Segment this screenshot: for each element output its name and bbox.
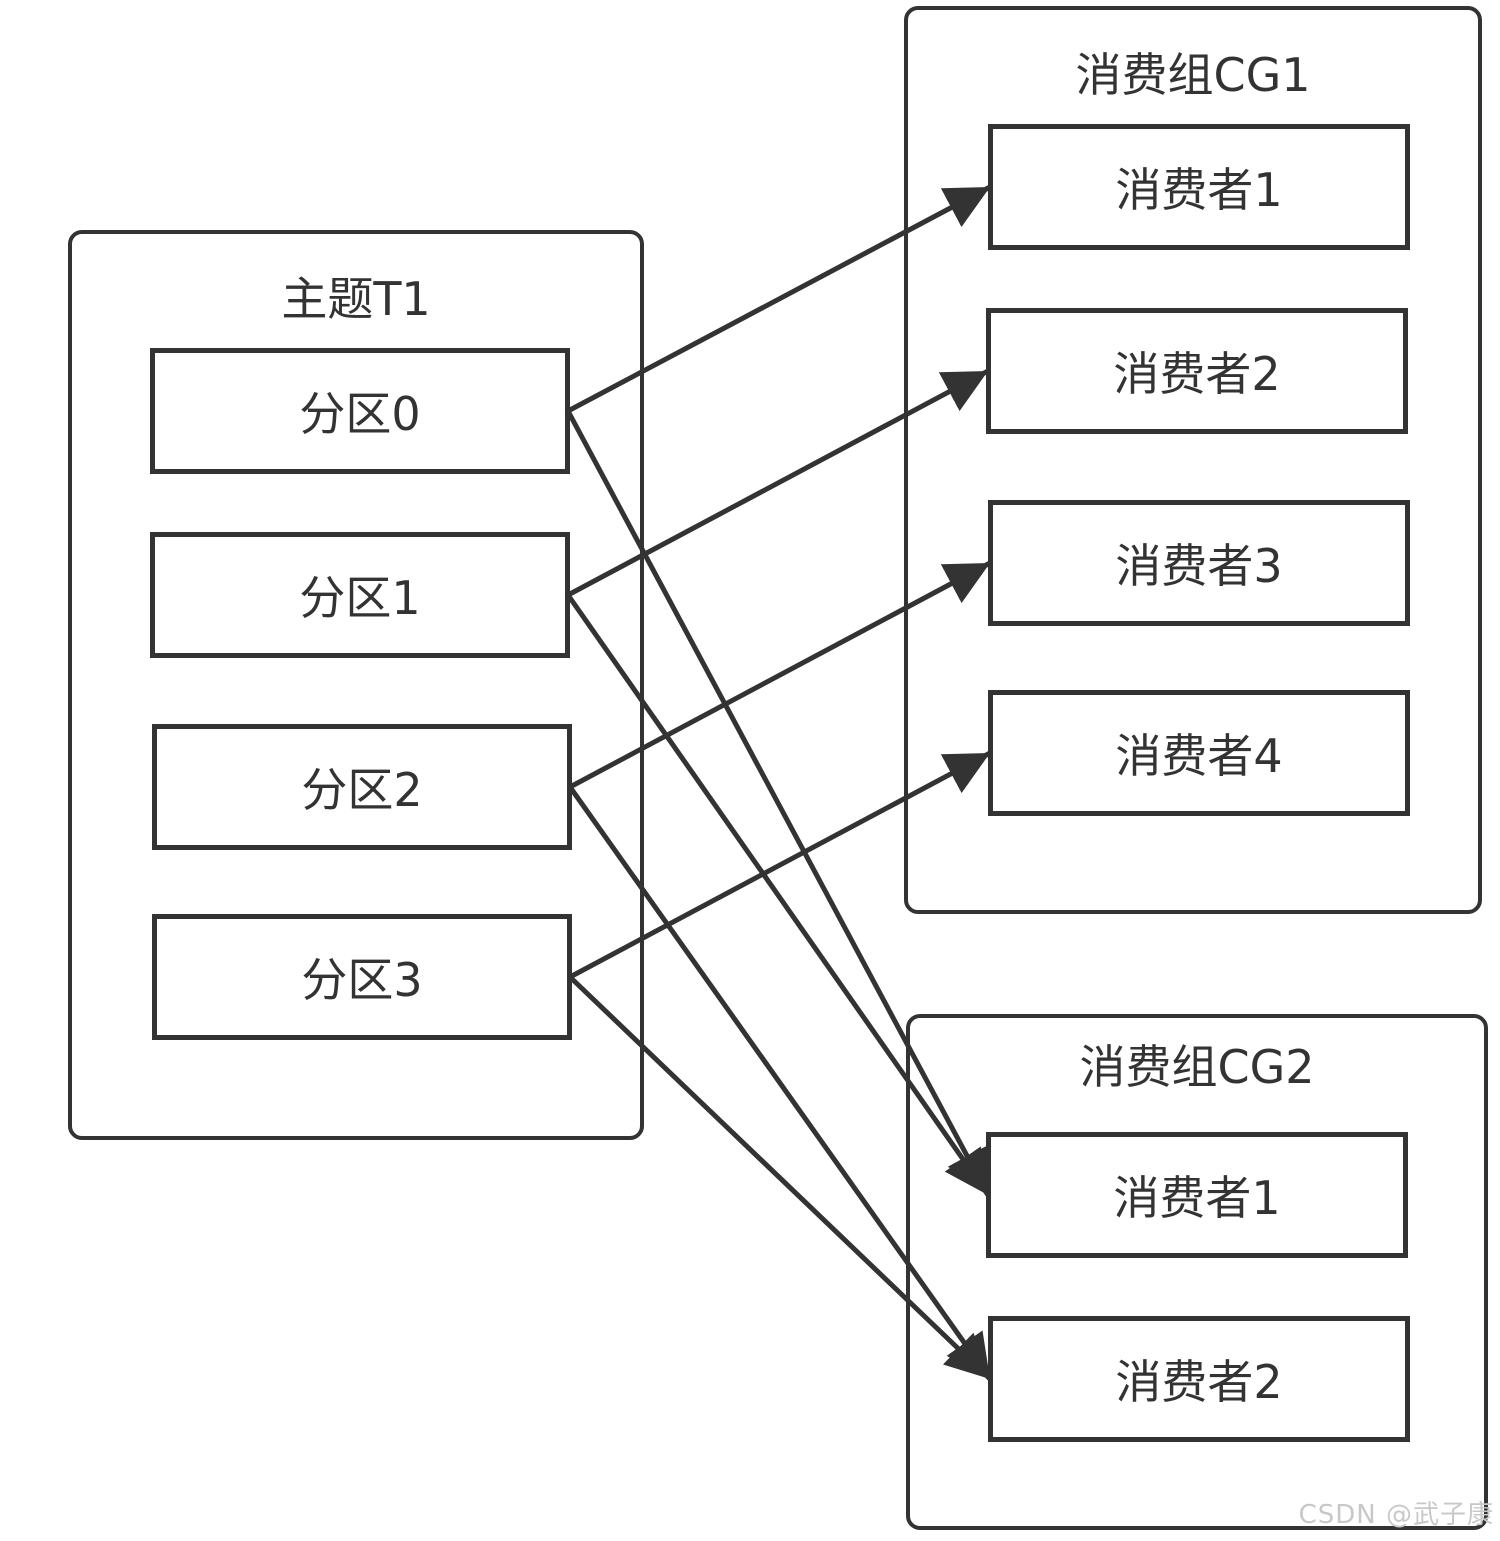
cg1-consumer-1-node: 消费者1 <box>988 124 1410 250</box>
partition-0-node: 分区0 <box>150 348 570 474</box>
cg1-consumer-4-node: 消费者4 <box>988 690 1410 816</box>
consumer-group-cg2-title: 消费组CG2 <box>1079 1040 1315 1094</box>
topic-t1-title: 主题T1 <box>281 272 431 326</box>
consumer-group-cg2: 消费组CG2 <box>906 1014 1488 1530</box>
watermark: CSDN @武子康 <box>1298 1500 1494 1530</box>
partition-2-node: 分区2 <box>152 724 572 850</box>
partition-3-node: 分区3 <box>152 914 572 1040</box>
consumer-group-cg1-title: 消费组CG1 <box>1075 48 1311 102</box>
cg1-consumer-3-node: 消费者3 <box>988 500 1410 626</box>
cg2-consumer-2-node: 消费者2 <box>988 1316 1410 1442</box>
partition-1-node: 分区1 <box>150 532 570 658</box>
cg2-consumer-1-node: 消费者1 <box>986 1132 1408 1258</box>
cg1-consumer-2-node: 消费者2 <box>986 308 1408 434</box>
